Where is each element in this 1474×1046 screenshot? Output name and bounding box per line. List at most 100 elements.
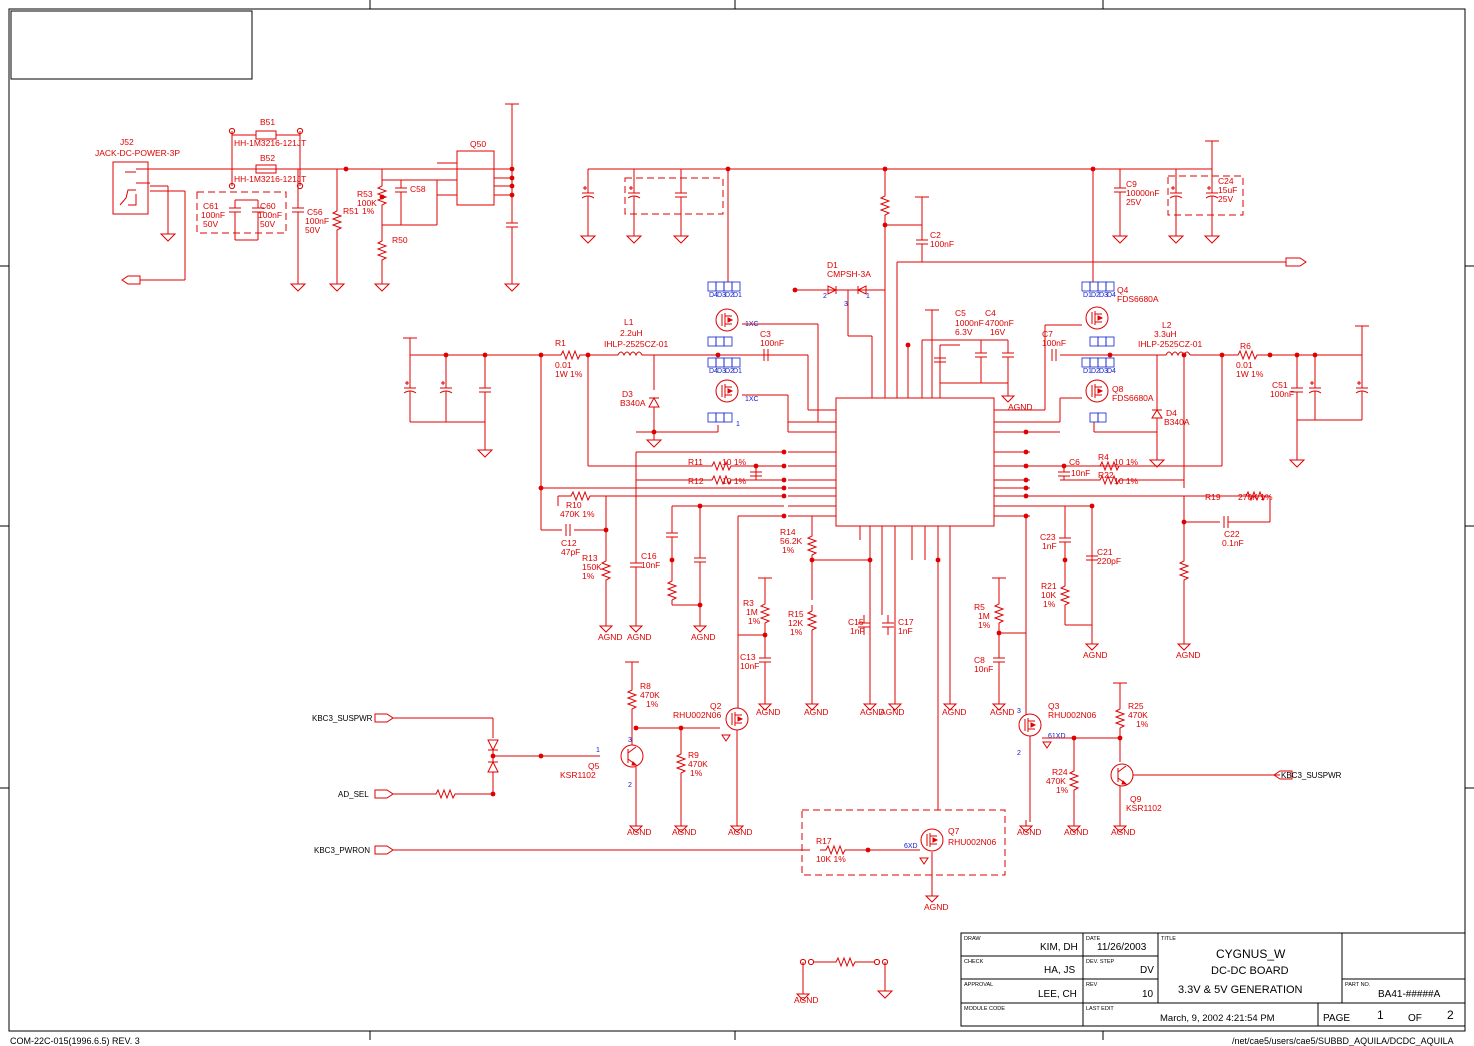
c6-label: C6 (1069, 457, 1080, 467)
r50-label: R50 (392, 235, 408, 245)
svg-text:1: 1 (736, 421, 740, 428)
svg-text:6XD: 6XD (904, 843, 918, 850)
net-kbc3-pwron: KBC3_PWRON (314, 845, 810, 855)
agnd-15: AGND (924, 902, 949, 912)
c16-value: 10nF (641, 560, 660, 570)
c17-value: 1nF (898, 626, 913, 636)
c15-value: 1nF (850, 626, 865, 636)
agnd-1: AGND (598, 632, 623, 642)
agnd-4: AGND (804, 707, 829, 717)
r9-label: R9 (688, 750, 699, 760)
q9-value: KSR1102 (1126, 803, 1162, 813)
agnd-8: AGND (756, 707, 781, 717)
c60-label: C60 (260, 201, 276, 211)
c12-value: 47pF (561, 547, 580, 557)
l1-value: 2.2uH (620, 328, 643, 338)
q2-label: Q2 (710, 701, 722, 711)
feedback-left: R11 10 1% R12 10 1% R10 470K 1% C12 47pF… (538, 355, 784, 708)
r12-value: 10 1% (722, 476, 747, 486)
r15-label: R15 (788, 609, 804, 619)
c56-rating: 50V (305, 225, 320, 235)
c7-value: 100nF (1042, 338, 1066, 348)
tb-partno-label: PART NO. (1345, 982, 1371, 988)
r21-tol: 1% (1043, 599, 1056, 609)
c12-label: C12 (561, 538, 577, 548)
ic-bottom-network: R14 56.2K 1% R15 12K 1% AGND C15 1nF C17… (780, 516, 967, 810)
r1-tol: 1W 1% (555, 369, 583, 379)
r3-value: 1M (746, 607, 758, 617)
svg-text:D1: D1 (1083, 368, 1092, 375)
feedback-right: R4 10 1% R22 10 1% C6 10nF R19 270K 1% C… (1030, 452, 1273, 660)
c22-label: C22 (1224, 529, 1240, 539)
r22-value: 10 1% (1114, 476, 1139, 486)
c5-rating: 6.3V (955, 327, 973, 337)
dc-jack-j52: J52 JACK-DC-POWER-3P (95, 137, 512, 285)
r21-label: R21 (1041, 581, 1057, 591)
agnd-13: AGND (672, 827, 697, 837)
r1-value: 0.01 (555, 360, 572, 370)
r6-label: R6 (1240, 341, 1251, 351)
b51-label: B51 (260, 117, 275, 127)
l1-label: L1 (624, 317, 634, 327)
svg-text:D1: D1 (733, 368, 742, 375)
net-ad-sel: AD_SEL (338, 789, 496, 799)
q7-label: Q7 (948, 826, 960, 836)
l2-value: 3.3uH (1154, 329, 1177, 339)
agnd-12: AGND (627, 827, 652, 837)
c24-value: 15uF (1218, 185, 1237, 195)
tb-devstep-value: DV (1140, 965, 1154, 976)
q8-label: Q8 (1112, 384, 1124, 394)
net-susp1-text: KBC3_SUSPWR (312, 714, 373, 723)
r13-label: R13 (582, 553, 598, 563)
c61-value: 100nF (201, 210, 225, 220)
b51-value: HH-1M3216-121JT (234, 138, 306, 148)
r24-tol: 1% (1056, 785, 1069, 795)
tb-of-value: 2 (1447, 1008, 1454, 1022)
c23-label: C23 (1040, 532, 1056, 542)
d3-label: D3 (622, 389, 633, 399)
agnd-c4: AGND (1008, 402, 1033, 412)
q9-label: Q9 (1130, 794, 1142, 804)
tb-title-line3: 3.3V & 5V GENERATION (1178, 984, 1303, 996)
c15-label: C15 (848, 617, 864, 627)
r10-label: R10 (566, 500, 582, 510)
svg-text:D2: D2 (1091, 292, 1100, 299)
d4-value: B340A (1164, 417, 1190, 427)
tb-date-value: 11/26/2003 (1097, 942, 1147, 953)
r14-value: 56.2K (780, 536, 803, 546)
tb-draw-value: KIM, DH (1040, 942, 1078, 953)
c51-label: C51 (1272, 380, 1288, 390)
r53-value: 100K (357, 198, 377, 208)
r51-value: 1% (362, 206, 375, 216)
svg-text:D4: D4 (1107, 292, 1116, 299)
svg-text:D1: D1 (733, 292, 742, 299)
c21-value: 220pF (1097, 556, 1121, 566)
q8-value: FDS6680A (1112, 393, 1154, 403)
q50-label: Q50 (470, 139, 486, 149)
c5-value: 1000nF (955, 318, 984, 328)
tb-date-label: DATE (1086, 936, 1101, 942)
tb-approval-value: LEE, CH (1038, 989, 1077, 1000)
net-susp2-text: KBC3_SUSPWR (1281, 771, 1342, 780)
footer-right: /net/cae5/users/cae5/SUBBD_AQUILA/DCDC_A… (1232, 1036, 1454, 1046)
r5-tol: 1% (978, 620, 991, 630)
r1-label: R1 (555, 338, 566, 348)
svg-text:1: 1 (596, 747, 600, 754)
agnd-16: AGND (1017, 827, 1042, 837)
q7-value: RHU002N06 (948, 837, 996, 847)
q50-switch-area: R53 100K R51 1% R50 C58 Q50 (329, 103, 520, 292)
r21-value: 10K (1041, 590, 1056, 600)
agnd-7: AGND (942, 707, 967, 717)
svg-text:D2: D2 (725, 368, 734, 375)
r10-value: 470K 1% (560, 509, 595, 519)
r24-label: R24 (1052, 767, 1068, 777)
r3-label: R3 (743, 598, 754, 608)
c24-label: C24 (1218, 176, 1234, 186)
tb-draw-label: DRAW (964, 936, 981, 942)
c60-rating: 50V (260, 219, 275, 229)
r8-value: 470K (640, 690, 660, 700)
c24-rating: 25V (1218, 194, 1233, 204)
r5-c8-network: R5 1M 1% C8 10nF AGND (974, 516, 1027, 717)
r3-c13-network: R3 1M 1% C13 10nF AGND (738, 577, 781, 717)
